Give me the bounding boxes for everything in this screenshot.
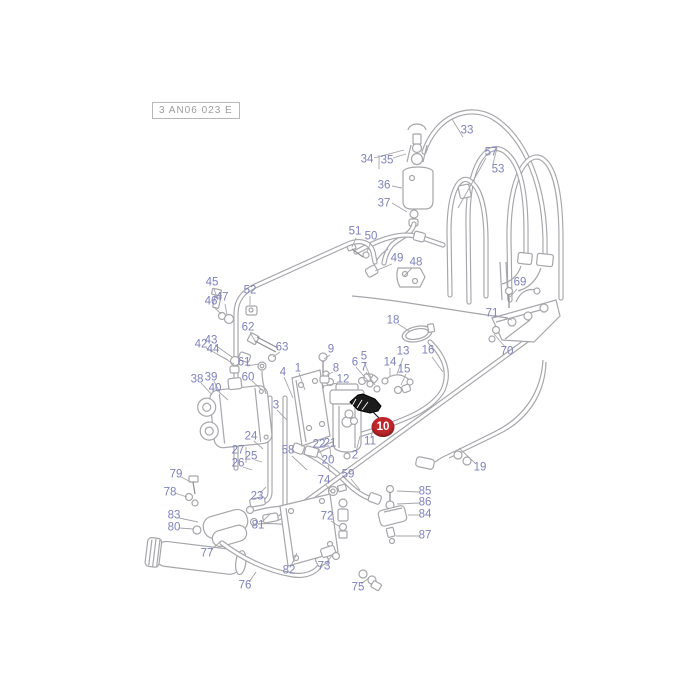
callout-33: 33	[460, 124, 474, 137]
callout-23: 23	[250, 490, 264, 503]
callout-14: 14	[383, 356, 397, 369]
callout-8: 8	[332, 362, 340, 375]
callout-3: 3	[272, 399, 280, 412]
callout-69: 69	[513, 276, 527, 289]
manifold-70-71	[351, 261, 561, 343]
callout-72: 72	[320, 510, 334, 523]
callout-62: 62	[241, 321, 255, 334]
callout-47: 47	[215, 291, 229, 304]
callout-5: 5	[360, 350, 368, 363]
callout-63: 63	[275, 341, 289, 354]
callout-12: 12	[336, 373, 350, 386]
callout-4: 4	[279, 366, 287, 379]
callout-48: 48	[409, 256, 423, 269]
callout-19: 19	[473, 461, 487, 474]
callout-40: 40	[208, 382, 222, 395]
highlighted-part-10	[344, 393, 382, 426]
callout-39: 39	[204, 371, 218, 384]
callout-27: 27	[231, 444, 245, 457]
hose-59-long	[302, 330, 540, 505]
cable-19	[415, 359, 547, 470]
callout-87: 87	[418, 529, 432, 542]
callout-6: 6	[351, 356, 359, 369]
callout-20: 20	[321, 454, 335, 467]
callout-9: 9	[327, 343, 335, 356]
callout-35: 35	[380, 154, 394, 167]
callout-16: 16	[421, 344, 435, 357]
callout-58: 58	[281, 444, 295, 457]
callout-37: 37	[377, 197, 391, 210]
callout-43: 43	[204, 334, 218, 347]
callout-60: 60	[241, 371, 255, 384]
callout-2: 2	[351, 449, 359, 462]
callout-82: 82	[282, 564, 296, 577]
leader-lines	[174, 118, 518, 585]
callout-7: 7	[360, 361, 368, 374]
callout-59: 59	[341, 468, 355, 481]
callout-42: 42	[194, 338, 208, 351]
callout-76: 76	[238, 579, 252, 592]
clamp-18	[401, 323, 436, 343]
callout-74: 74	[317, 474, 331, 487]
callout-22: 22	[312, 438, 326, 451]
callout-83: 83	[167, 509, 181, 522]
callout-34: 34	[360, 153, 374, 166]
callout-85: 85	[418, 485, 432, 498]
callout-25: 25	[244, 450, 258, 463]
callout-26: 26	[231, 457, 245, 470]
callout-38: 38	[190, 373, 204, 386]
callout-51: 51	[348, 225, 362, 238]
callout-81: 81	[251, 519, 265, 532]
callout-52: 52	[243, 284, 257, 297]
highlighted-callout-badge: 10	[371, 417, 395, 437]
callout-49: 49	[390, 252, 404, 265]
callout-77: 77	[200, 547, 214, 560]
callout-44: 44	[206, 343, 220, 356]
callout-50: 50	[364, 230, 378, 243]
callout-53: 53	[491, 163, 505, 176]
callout-46: 46	[204, 295, 218, 308]
highlighted-callout-number: 10	[376, 421, 390, 433]
callout-86: 86	[418, 496, 432, 509]
callout-36: 36	[377, 179, 391, 192]
callout-21: 21	[323, 437, 337, 450]
bracket-82-fittings	[279, 483, 383, 592]
callout-70: 70	[500, 345, 514, 358]
callout-78: 78	[163, 486, 177, 499]
pump-38-41	[197, 377, 273, 449]
callout-45: 45	[205, 276, 219, 289]
frame-tube	[233, 239, 378, 471]
callout-73: 73	[317, 560, 331, 573]
callout-1: 1	[294, 362, 302, 375]
callout-71: 71	[485, 307, 499, 320]
bracket-1-and-bolt-9	[291, 352, 331, 447]
cylinder-76	[144, 536, 247, 576]
drawing-reference-box: 3 AN06 023 E	[152, 102, 240, 119]
callout-80: 80	[167, 521, 181, 534]
callout-18: 18	[386, 314, 400, 327]
drawing-reference-label: 3 AN06 023 E	[159, 105, 233, 116]
hose-bundle-top-right	[421, 109, 564, 305]
banjo-and-filter-36	[381, 123, 434, 266]
callout-61: 61	[237, 356, 251, 369]
callout-75: 75	[351, 581, 365, 594]
callout-13: 13	[396, 345, 410, 358]
hose-49-assembly	[345, 230, 446, 288]
callout-15: 15	[397, 363, 411, 376]
callout-79: 79	[169, 468, 183, 481]
callout-11: 11	[364, 435, 376, 448]
hose-58	[291, 442, 383, 505]
callout-84: 84	[418, 508, 432, 521]
callout-24: 24	[244, 430, 258, 443]
sensor-84-87	[377, 484, 408, 545]
bolts-61-62-63	[246, 332, 279, 395]
callout-57: 57	[484, 146, 498, 159]
